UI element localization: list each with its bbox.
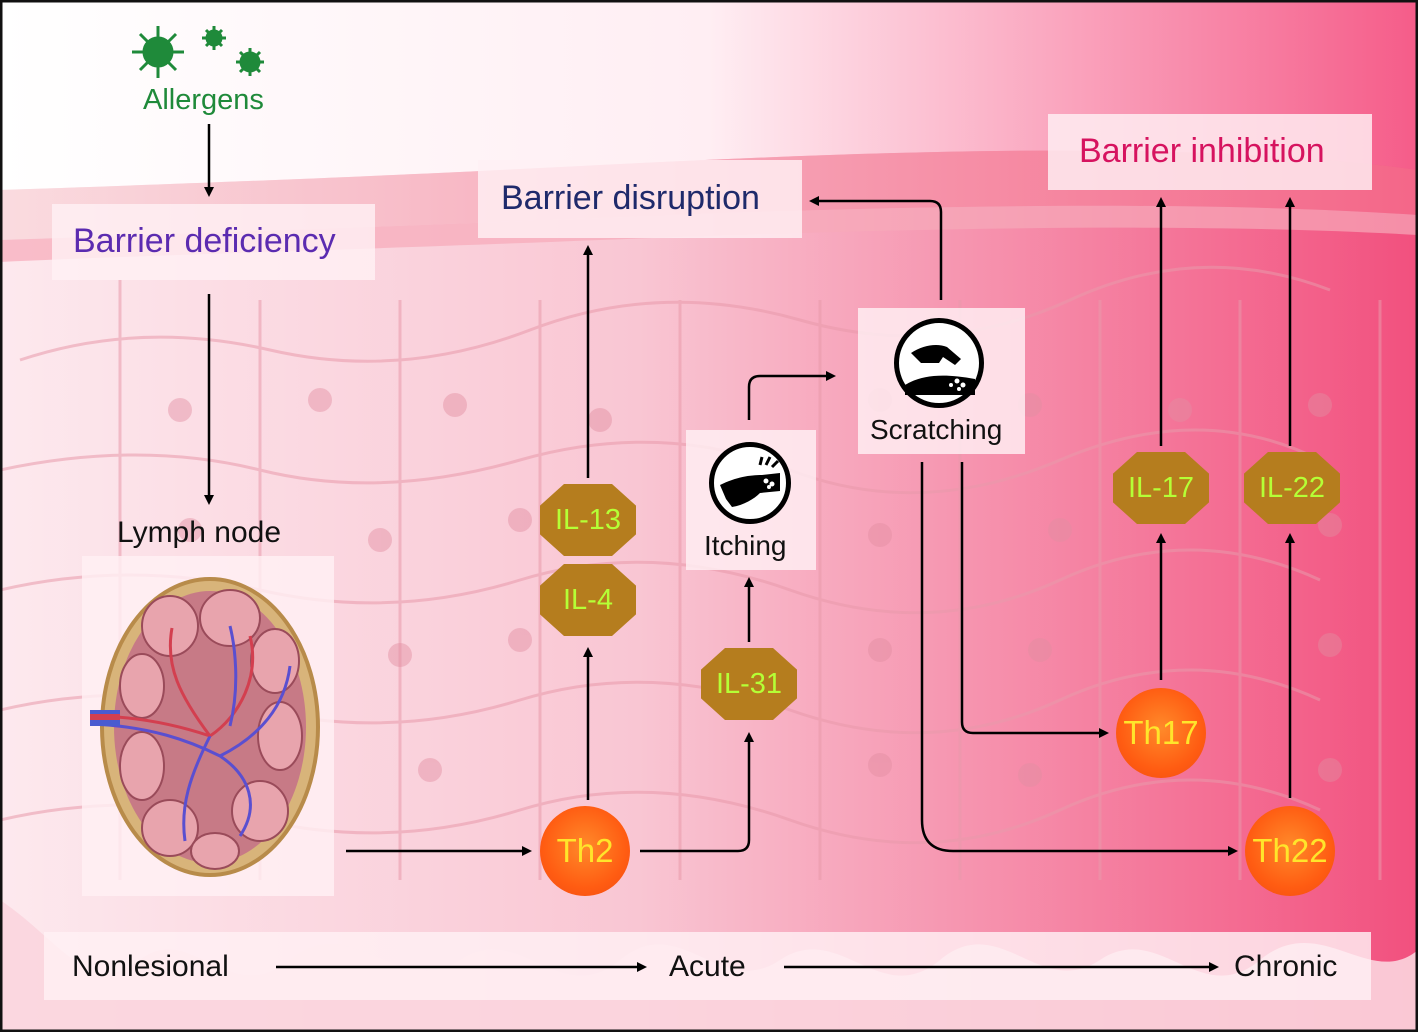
stage-acute: Acute: [669, 950, 746, 983]
stage-nonlesional: Nonlesional: [72, 950, 229, 983]
arrow-th2-to-il31: [640, 732, 754, 853]
tcell-th22: Th22: [1245, 806, 1335, 896]
virus-icon: [132, 26, 264, 78]
barrier-disruption-box: [478, 160, 802, 238]
barrier-deficiency-box: [52, 204, 375, 280]
cytokine-il31: IL-31: [701, 648, 797, 720]
itching-arm-icon: [709, 442, 791, 524]
scratching-label: Scratching: [870, 414, 1003, 445]
tcell-th2: Th2: [540, 806, 630, 896]
stage-chronic: Chronic: [1234, 950, 1338, 983]
cytokine-il4: IL-4: [540, 564, 636, 636]
cytokine-il22: IL-22: [1244, 452, 1340, 524]
barrier-inhibition-box: [1048, 114, 1372, 190]
arrow-scratching-to-th22: [920, 462, 1238, 856]
allergens-label: Allergens: [143, 84, 264, 116]
itching-label: Itching: [704, 530, 787, 561]
lymph-node-label: Lymph node: [117, 516, 282, 549]
cytokine-il13: IL-13: [540, 484, 636, 556]
arrow-scratching-to-th17: [960, 462, 1109, 738]
barrier-deficiency-label: Barrier deficiency: [73, 222, 336, 260]
scratching-hand-icon: [894, 318, 984, 408]
barrier-disruption-label: Barrier disruption: [501, 179, 760, 217]
barrier-inhibition-label: Barrier inhibition: [1079, 132, 1325, 170]
lymph-node-illustration: [90, 577, 320, 877]
tcell-th17: Th17: [1116, 688, 1206, 778]
arrow-itching-to-scratching: [747, 371, 836, 420]
arrow-scratching-to-disruption: [809, 196, 943, 300]
cytokine-il17: IL-17: [1113, 452, 1209, 524]
